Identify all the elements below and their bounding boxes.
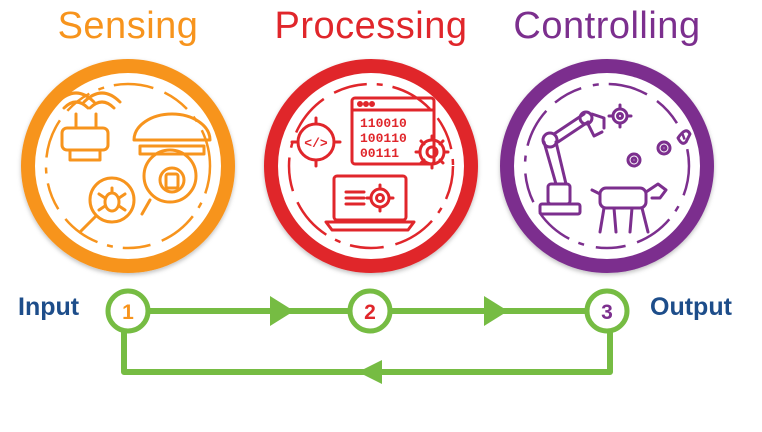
node-3-number: 3 [601,301,613,324]
wifi-router-icon [56,91,122,162]
security-camera-icon [132,112,212,216]
stage-title-sensing: Sensing [57,5,199,47]
code-tag-text: </> [304,136,328,151]
stage-title-processing: Processing [274,5,468,47]
stage-circle-processing [264,59,478,273]
binary-window-icon [350,96,450,170]
binary-line-3: 00111 [360,146,399,161]
binary-line-2: 100110 [360,131,407,146]
stage-title-controlling: Controlling [513,5,701,47]
node-3: 3 [584,288,630,334]
robot-dog-icon [590,182,668,234]
input-label: Input [18,293,80,321]
stage-circle-sensing [21,59,235,273]
code-target-icon [290,116,342,168]
arrow-right-icon [484,296,508,326]
bug-search-icon [78,176,136,234]
arrow-left-icon [358,360,382,384]
node-2: 2 [347,288,393,334]
arrow-right-icon [270,296,294,326]
robot-arm-icon [538,110,606,216]
stage-circle-controlling [500,59,714,273]
node-1: 1 [105,288,151,334]
output-label: Output [650,293,732,321]
node-1-number: 1 [122,301,134,324]
gear-icon [607,103,692,168]
laptop-gear-icon [324,174,416,232]
binary-line-1: 110010 [360,116,407,131]
node-2-number: 2 [364,301,376,324]
